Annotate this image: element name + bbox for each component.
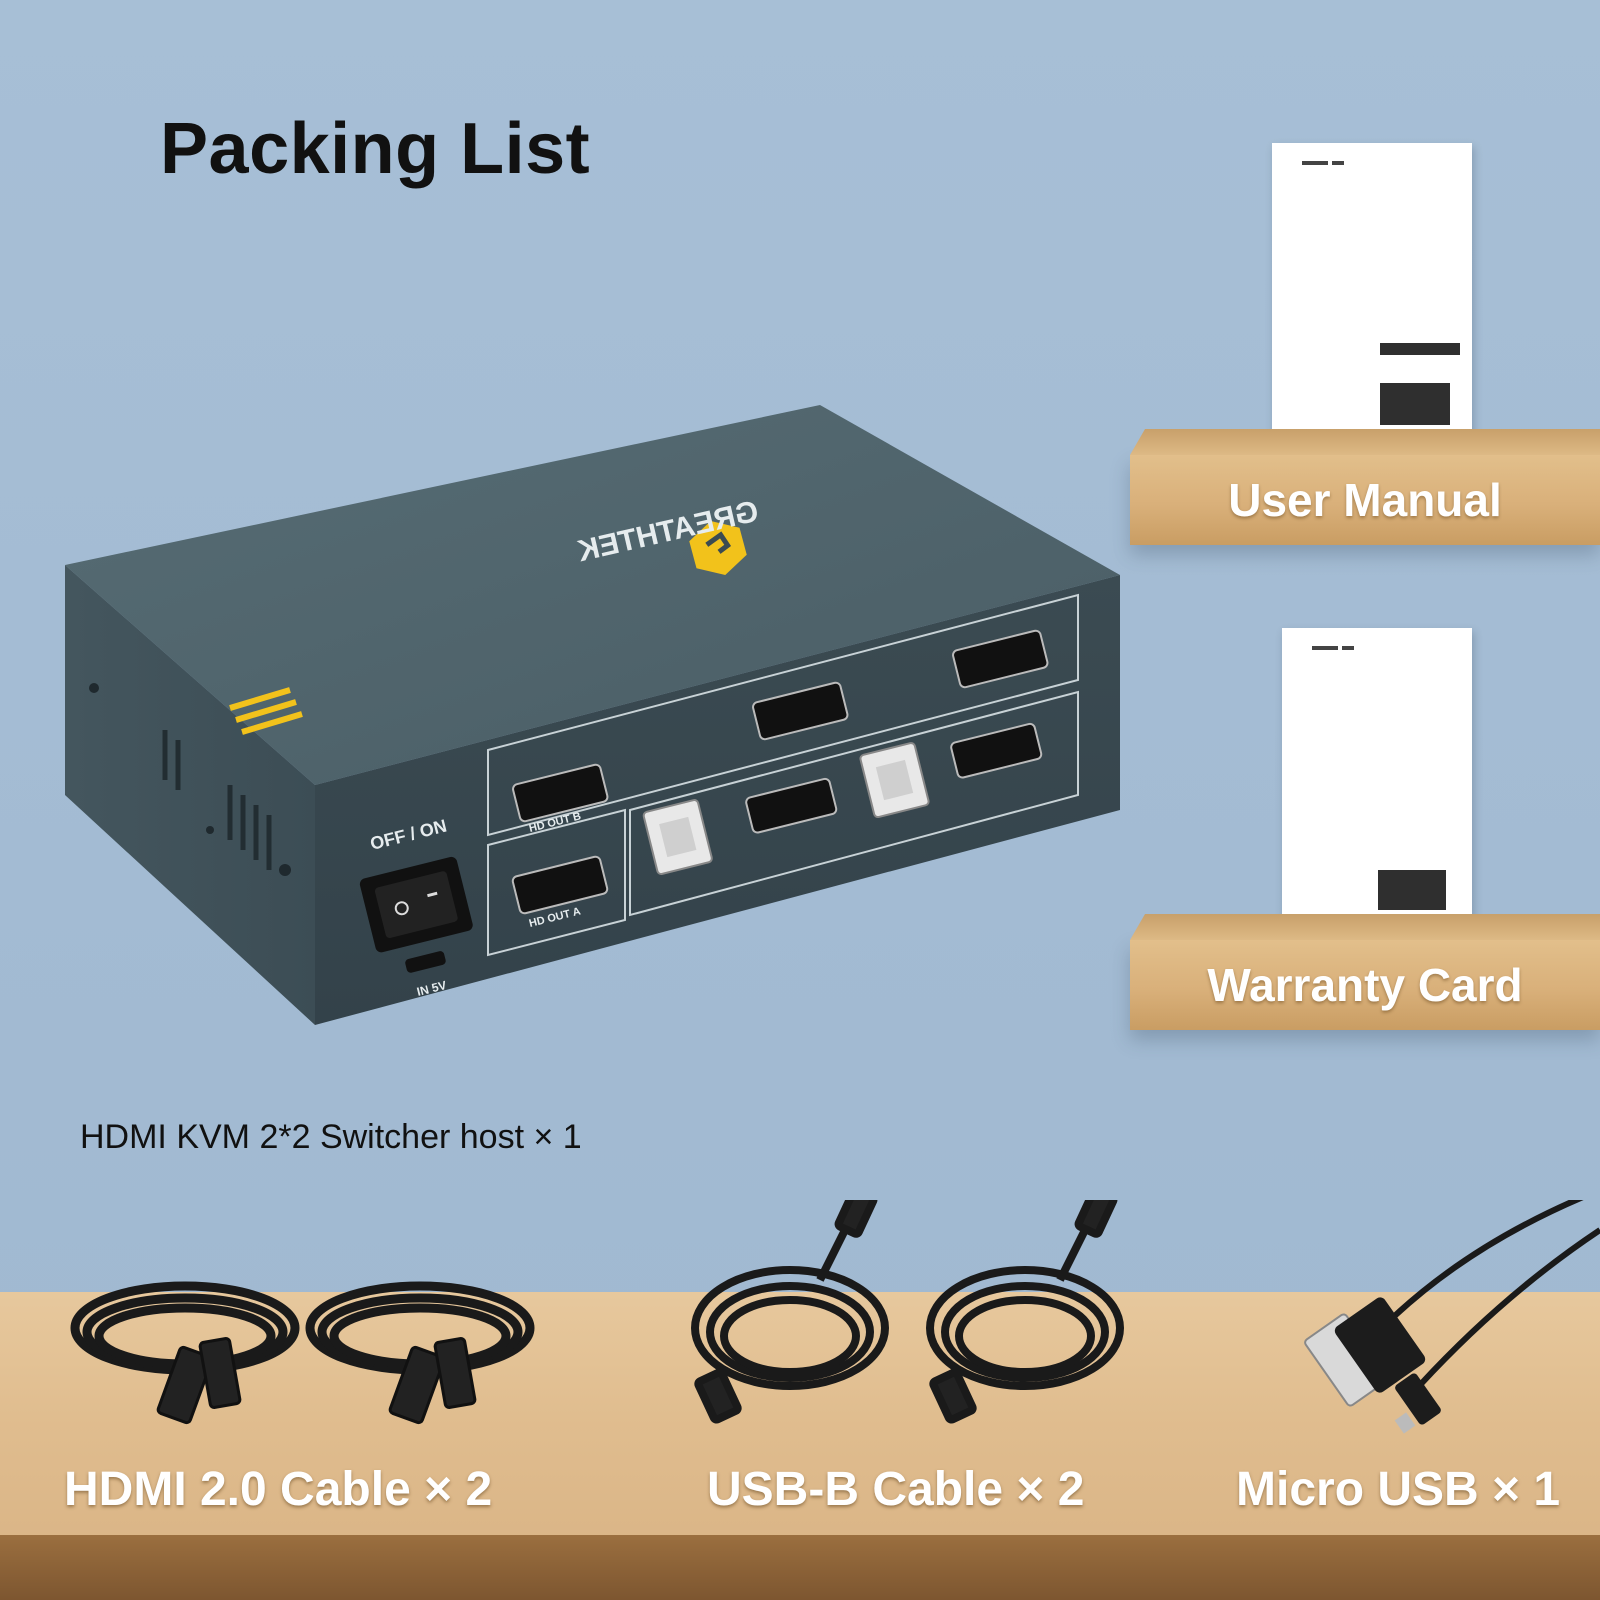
hdmi-port-in-3-icon — [745, 777, 838, 834]
hdmi-port-out-b-icon — [512, 763, 609, 823]
micro-usb-label: Micro USB × 1 — [1236, 1463, 1561, 1516]
cables-illustration — [70, 1200, 1600, 1434]
hdmi-port-in-2-icon — [952, 629, 1049, 689]
port-frame-out-a — [487, 808, 626, 957]
micro-usb-cable-icon — [1304, 1200, 1600, 1434]
power-rocker-switch — [359, 856, 473, 953]
hdmi-cable-2-icon — [305, 1281, 535, 1425]
warranty-card-paper — [1282, 628, 1472, 923]
hdmi-port-out-a-icon — [511, 855, 609, 915]
side-vents — [162, 730, 272, 870]
hdmi-cable-1-icon — [70, 1281, 300, 1425]
micro-usb-port — [405, 951, 446, 973]
brand-logo-icon — [689, 520, 747, 576]
counter-edge — [0, 1535, 1600, 1600]
usb-b-cable-2-icon — [926, 1200, 1124, 1424]
accent-stripes — [229, 687, 303, 735]
hdmi-port-in-1-icon — [752, 681, 849, 741]
host-caption: HDMI KVM 2*2 Switcher host × 1 — [80, 1118, 582, 1156]
warranty-card-label: Warranty Card — [1207, 959, 1523, 1011]
usb-b-port-1-icon — [642, 799, 713, 876]
kvm-switch-device: GREATHTEK OFF / ON IN 5V HD OU — [65, 405, 1120, 1025]
shelf-warranty-card: Warranty Card — [1130, 940, 1600, 1030]
shelf-user-manual: User Manual — [1130, 455, 1600, 545]
hdmi-port-in-4-icon — [950, 722, 1043, 779]
port-frame-upper — [487, 593, 1079, 837]
usb-b-cable-1-icon — [691, 1200, 889, 1424]
usb-b-port-2-icon — [859, 742, 930, 819]
user-manual-paper — [1272, 143, 1472, 439]
usb-b-cable-label: USB-B Cable × 2 — [707, 1463, 1085, 1516]
port-frame-lower — [629, 690, 1079, 917]
hdmi-cable-label: HDMI 2.0 Cable × 2 — [64, 1463, 493, 1516]
user-manual-label: User Manual — [1228, 474, 1502, 526]
page-title: Packing List — [160, 109, 591, 189]
